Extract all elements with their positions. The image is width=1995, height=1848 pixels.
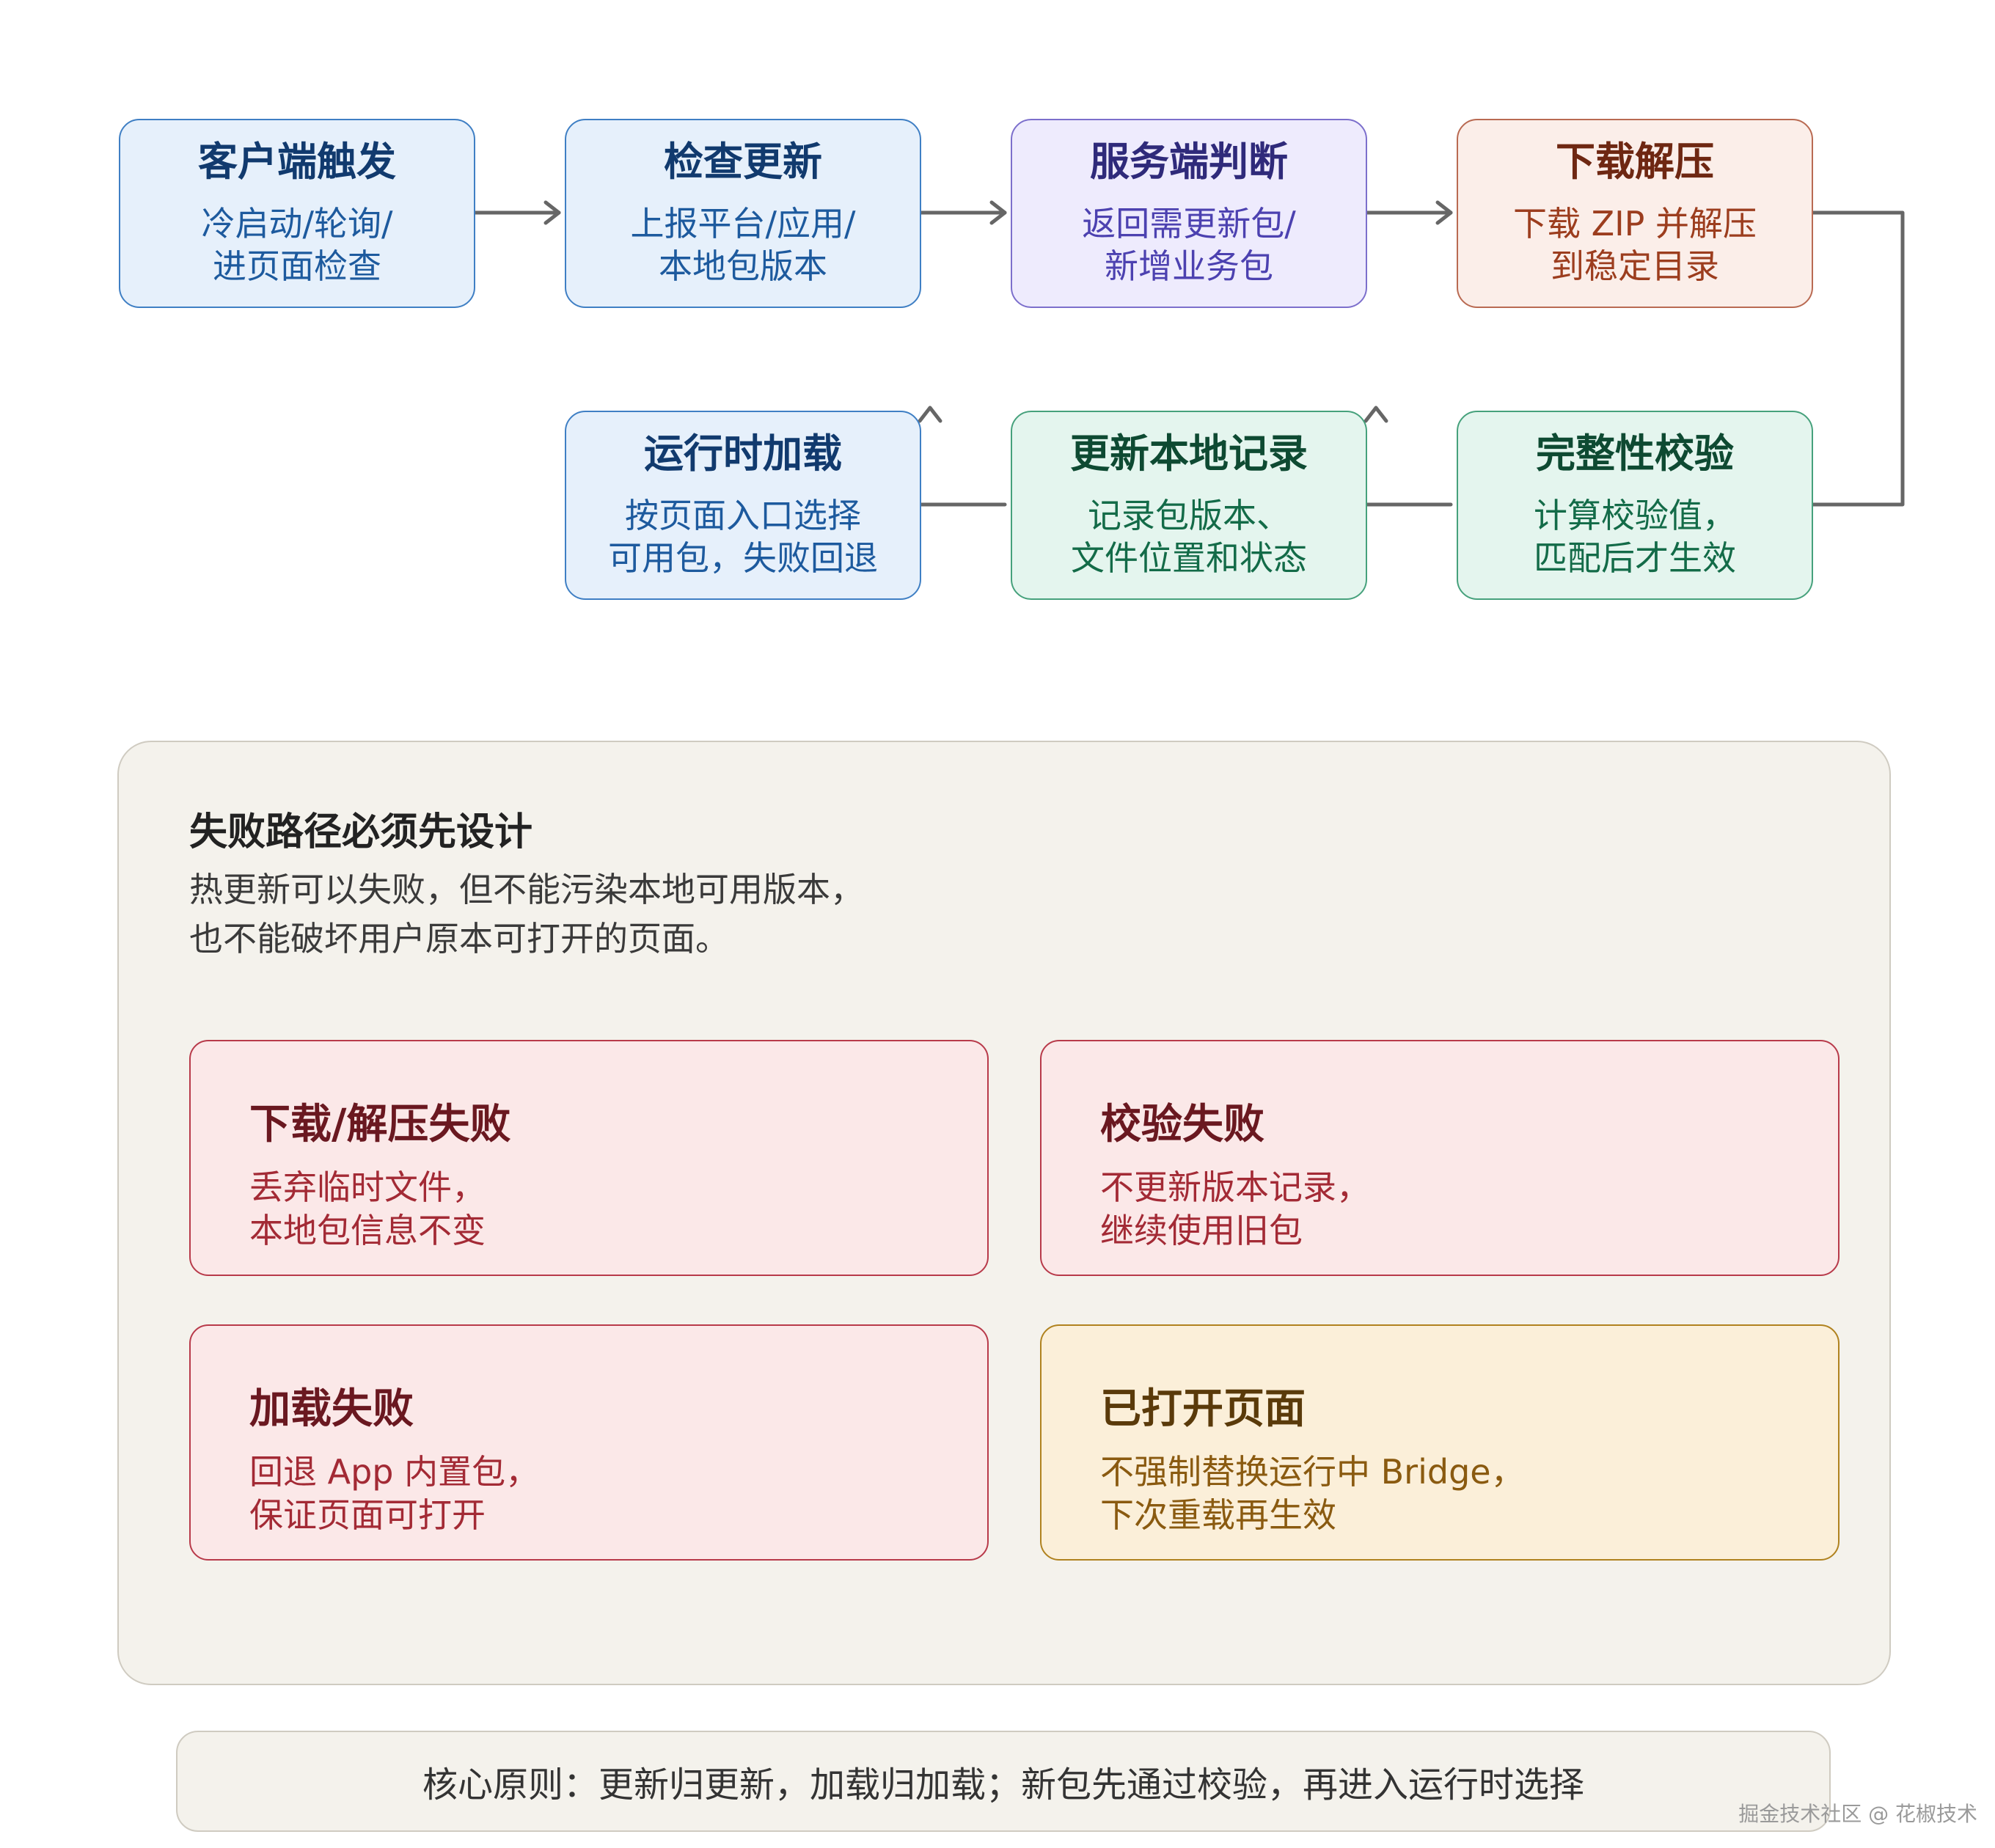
arrowhead-2	[989, 200, 1007, 225]
step-desc: 按页面入口选择 可用包，失败回退	[608, 494, 878, 581]
step-title: 检查更新	[664, 138, 822, 185]
step-desc: 记录包版本、 文件位置和状态	[1071, 494, 1307, 581]
watermark: 掘金技术社区 @ 花椒技术	[1738, 1802, 1977, 1826]
step-desc: 下载 ZIP 并解压 到稳定目录	[1513, 202, 1757, 289]
step-desc-line: 上报平台/应用/	[630, 203, 856, 243]
subtitle-line: 热更新可以失败，但不能污染本地可用版本，	[189, 870, 864, 909]
subtitle-line: 也不能破坏用户原本可打开的页面。	[189, 918, 729, 958]
card-desc-line: 回退 App 内置包，	[249, 1452, 540, 1492]
step-desc-line: 新增业务包	[1105, 246, 1273, 287]
step-desc-line: 到稳定目录	[1551, 246, 1719, 287]
step-title: 更新本地记录	[1070, 430, 1308, 477]
step-desc-line: 可用包，失败回退	[608, 538, 878, 579]
step-desc-line: 匹配后才生效	[1534, 538, 1736, 579]
card-desc: 丢弃临时文件， 本地包信息不变	[249, 1166, 486, 1253]
step-desc-line: 冷启动/轮询/	[201, 203, 393, 243]
step-desc-line: 计算校验值，	[1534, 495, 1736, 535]
card-desc-line: 不强制替换运行中 Bridge，	[1100, 1452, 1525, 1492]
step-title: 下载解压	[1556, 138, 1714, 185]
step-client-trigger: 客户端触发 冷启动/轮询/ 进页面检查	[119, 119, 475, 308]
step-desc-line: 按页面入口选择	[625, 495, 861, 535]
card-desc-line: 继续使用旧包	[1100, 1210, 1303, 1250]
arrowhead-4	[1363, 406, 1388, 423]
core-principle-text: 核心原则：更新归更新，加载归加载；新包先通过校验，再进入运行时选择	[422, 1764, 1584, 1805]
step-desc-line: 记录包版本、	[1088, 495, 1290, 535]
card-desc: 回退 App 内置包， 保证页面可打开	[249, 1451, 539, 1537]
card-verify-failure: 校验失败 不更新版本记录， 继续使用旧包	[1040, 1040, 1840, 1276]
card-desc-line: 下次重载再生效	[1100, 1495, 1336, 1535]
step-update-local-record: 更新本地记录 记录包版本、 文件位置和状态	[1011, 411, 1367, 600]
card-desc-line: 本地包信息不变	[249, 1210, 486, 1250]
step-desc-line: 下载 ZIP 并解压	[1512, 203, 1757, 243]
core-principle-banner: 核心原则：更新归更新，加载归加载；新包先通过校验，再进入运行时选择	[176, 1731, 1831, 1832]
arrowhead-5	[918, 406, 942, 423]
step-desc-line: 返回需更新包/	[1082, 203, 1296, 243]
card-desc: 不强制替换运行中 Bridge， 下次重载再生效	[1100, 1451, 1525, 1537]
card-desc-line: 丢弃临时文件，	[249, 1167, 486, 1207]
step-title: 服务端判断	[1090, 138, 1288, 185]
card-opened-page: 已打开页面 不强制替换运行中 Bridge， 下次重载再生效	[1040, 1324, 1840, 1561]
step-desc: 计算校验值， 匹配后才生效	[1534, 494, 1736, 581]
step-download-unzip: 下载解压 下载 ZIP 并解压 到稳定目录	[1457, 119, 1813, 308]
connector-loop	[1811, 210, 1905, 507]
card-title: 加载失败	[249, 1385, 414, 1433]
flow-connectors	[473, 200, 1905, 507]
card-title: 下载/解压失败	[249, 1101, 511, 1148]
card-title: 已打开页面	[1100, 1385, 1306, 1433]
step-desc: 冷启动/轮询/ 进页面检查	[202, 202, 393, 289]
failure-panel: 失败路径必须先设计 热更新可以失败，但不能污染本地可用版本， 也不能破坏用户原本…	[117, 741, 1891, 1685]
arrowhead-1	[543, 200, 561, 225]
step-integrity-check: 完整性校验 计算校验值， 匹配后才生效	[1457, 411, 1813, 600]
card-download-failure: 下载/解压失败 丢弃临时文件， 本地包信息不变	[189, 1040, 989, 1276]
card-desc-line: 不更新版本记录，	[1100, 1167, 1370, 1207]
arrowhead-3	[1435, 200, 1453, 225]
failure-panel-title: 失败路径必须先设计	[189, 810, 533, 854]
card-desc-line: 保证页面可打开	[249, 1495, 486, 1535]
step-desc: 返回需更新包/ 新增业务包	[1082, 202, 1296, 289]
step-runtime-load: 运行时加载 按页面入口选择 可用包，失败回退	[565, 411, 921, 600]
card-load-failure: 加载失败 回退 App 内置包， 保证页面可打开	[189, 1324, 989, 1561]
step-title: 客户端触发	[198, 138, 396, 185]
step-desc: 上报平台/应用/ 本地包版本	[631, 202, 856, 289]
step-check-update: 检查更新 上报平台/应用/ 本地包版本	[565, 119, 921, 308]
card-title: 校验失败	[1100, 1101, 1264, 1148]
step-desc-line: 本地包版本	[659, 246, 827, 287]
step-title: 完整性校验	[1536, 430, 1734, 477]
step-desc-line: 文件位置和状态	[1071, 538, 1307, 579]
failure-panel-subtitle: 热更新可以失败，但不能污染本地可用版本， 也不能破坏用户原本可打开的页面。	[189, 865, 864, 963]
step-server-decision: 服务端判断 返回需更新包/ 新增业务包	[1011, 119, 1367, 308]
step-title: 运行时加载	[644, 430, 842, 477]
step-desc-line: 进页面检查	[213, 246, 381, 287]
card-desc: 不更新版本记录， 继续使用旧包	[1100, 1166, 1370, 1253]
